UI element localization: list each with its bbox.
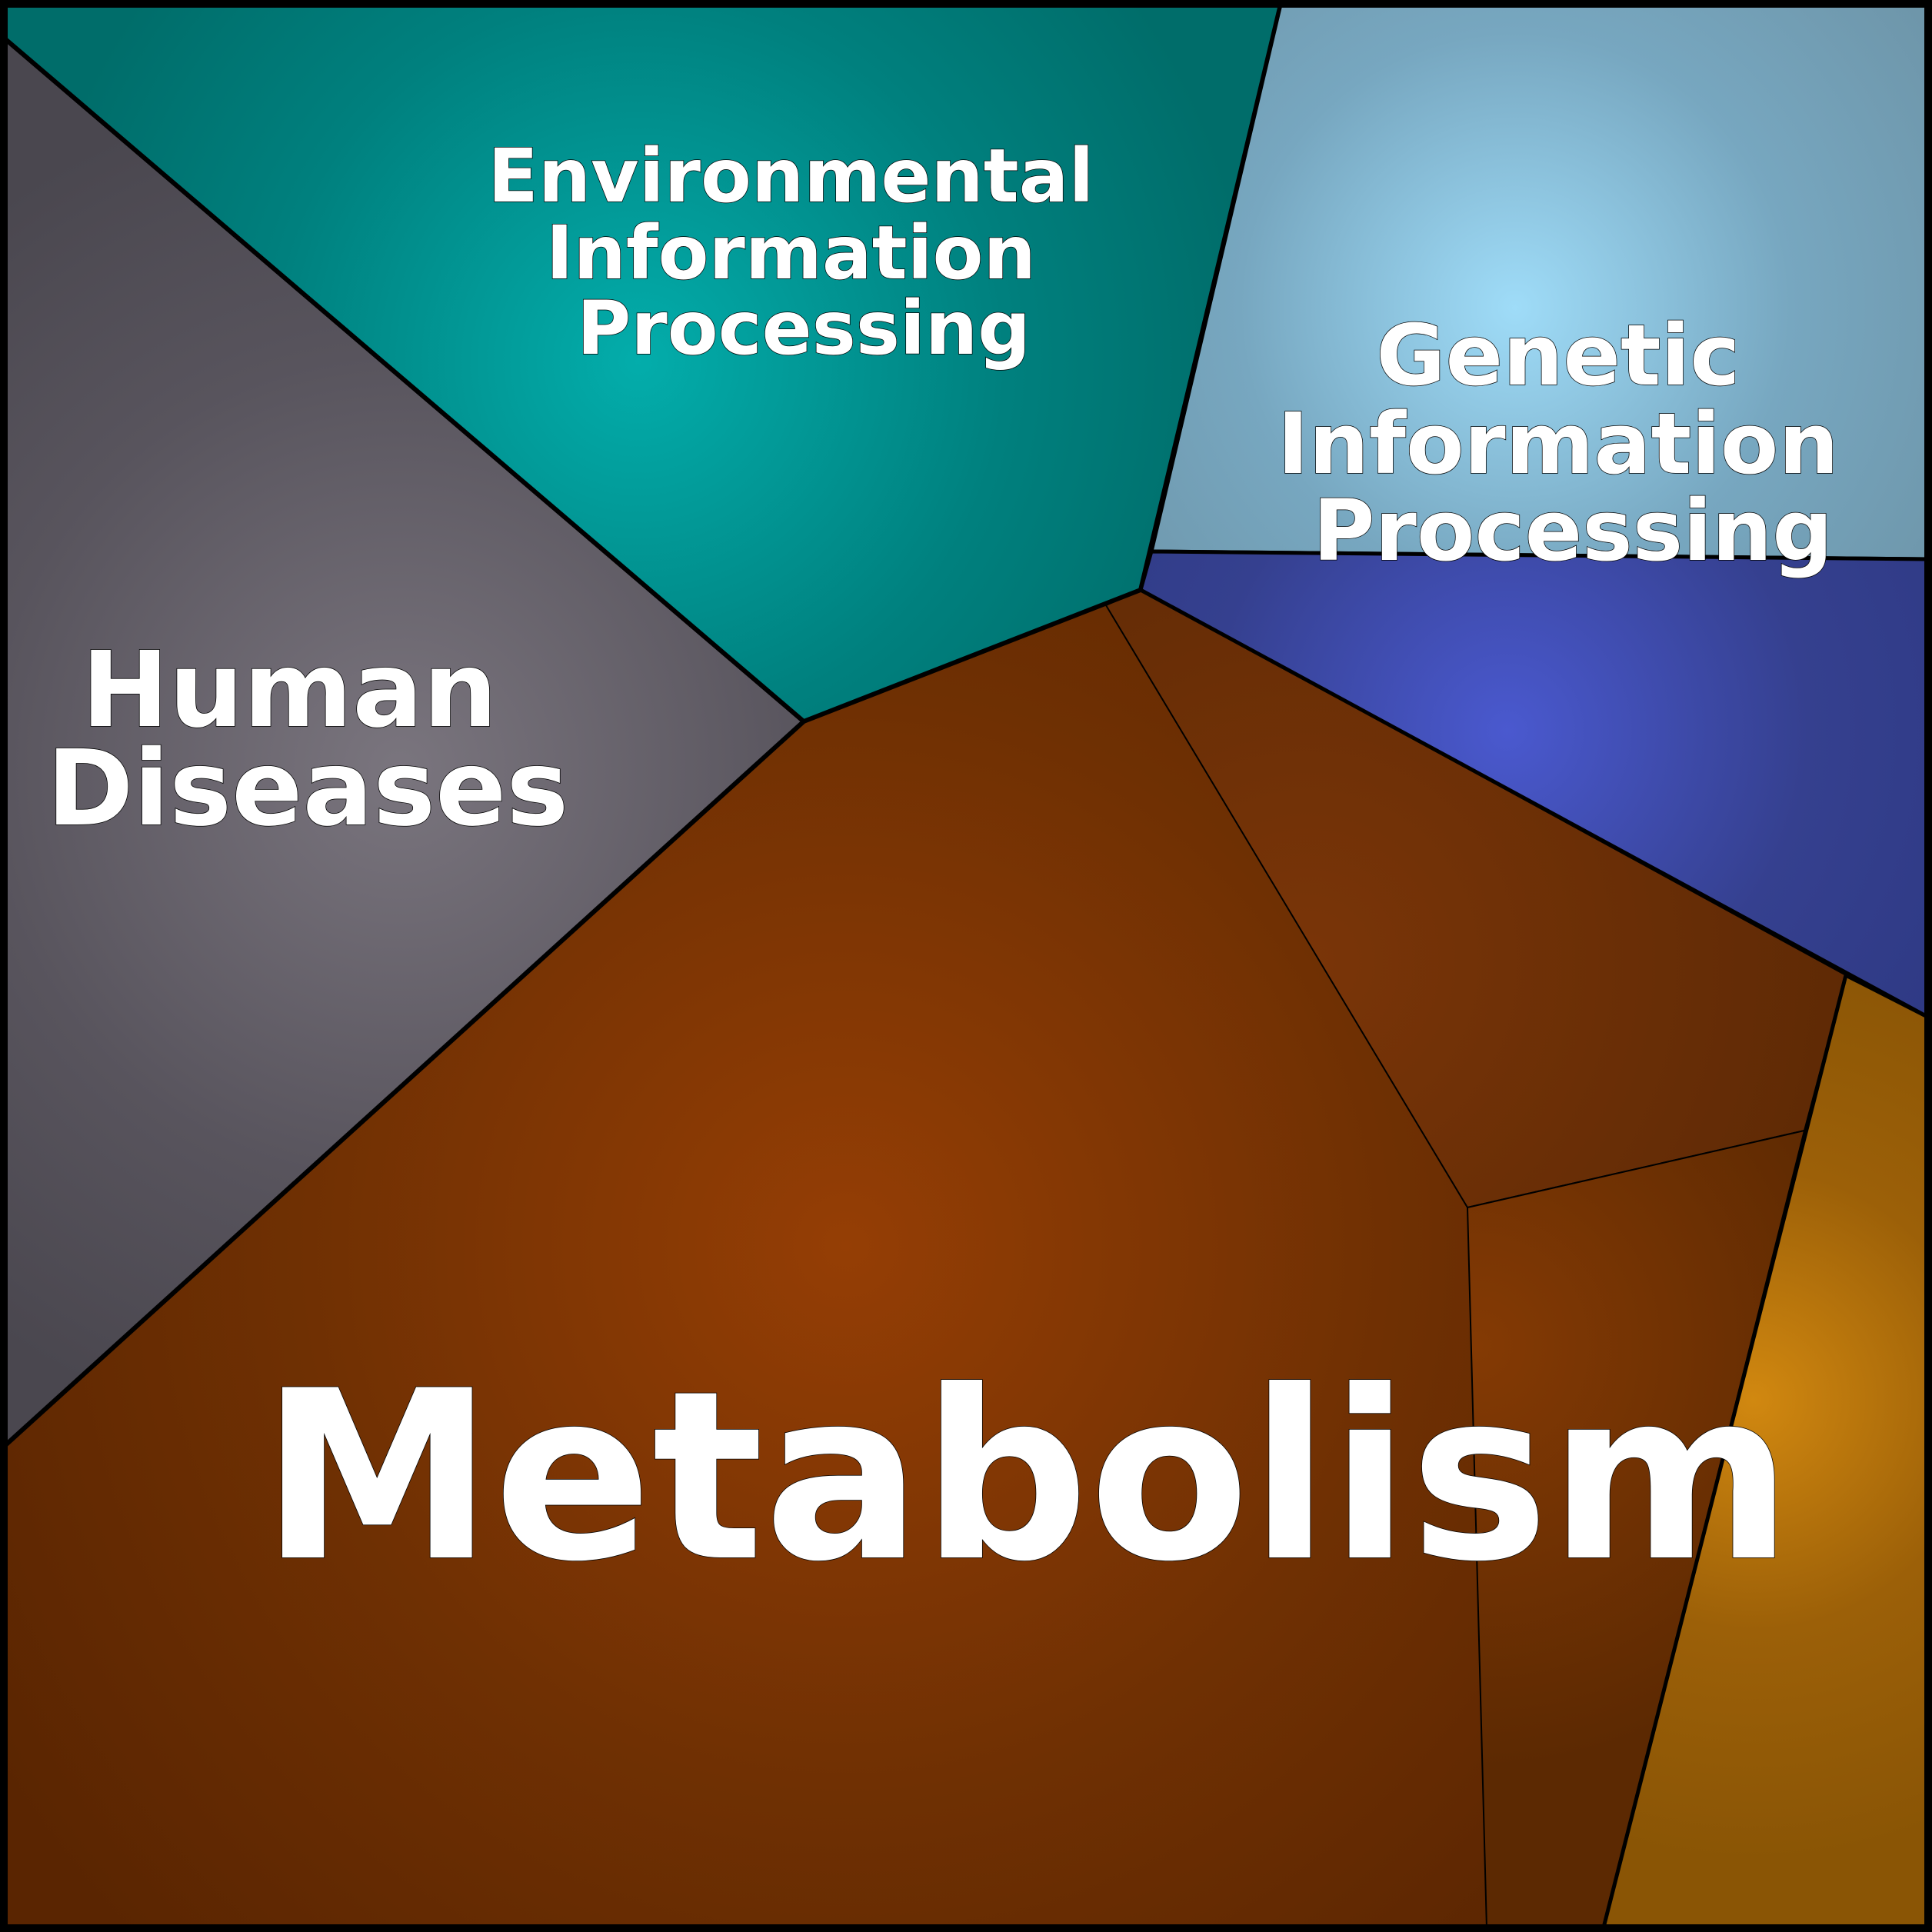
env-line-1: Environmental <box>488 133 1094 219</box>
env-line-3: Processing <box>577 285 1031 371</box>
label-metabolism: Metabolism <box>261 1341 1793 1613</box>
label-human-diseases: Human Diseases <box>47 630 569 850</box>
env-line-2: Information <box>546 210 1036 296</box>
label-environmental-information-processing: Environmental Information Processing <box>488 133 1120 371</box>
human-line-2: Diseases <box>47 728 569 850</box>
gen-line-2: Information <box>1277 395 1839 493</box>
gen-line-3: Processing <box>1313 481 1833 580</box>
label-genetic-information-processing: Genetic Information Processing <box>1277 306 1868 580</box>
human-line-1: Human <box>82 630 498 751</box>
gen-line-1: Genetic <box>1376 306 1740 405</box>
